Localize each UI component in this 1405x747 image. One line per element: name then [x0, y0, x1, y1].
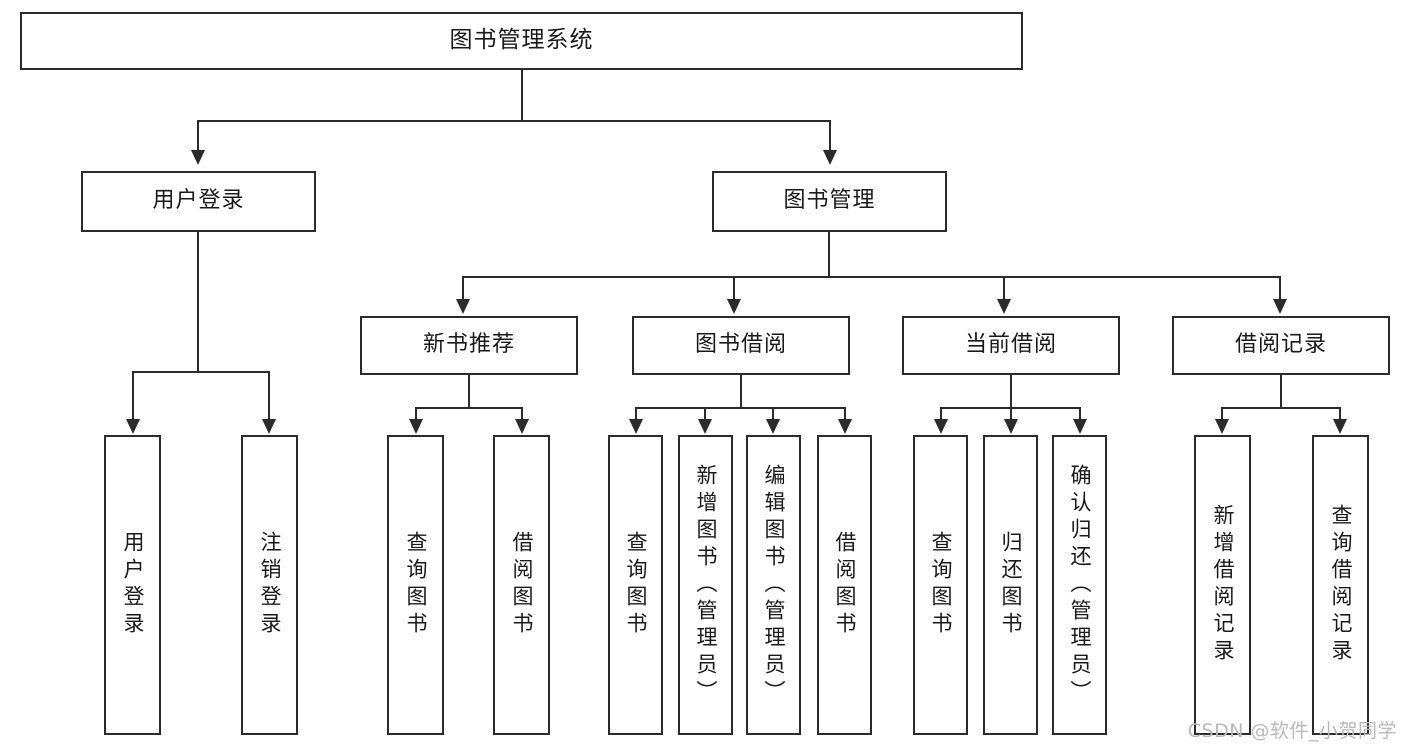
- arrow-book-borrow-to-leaf-1: [629, 419, 643, 434]
- node-label: 注销登录: [258, 531, 282, 639]
- edge-book-borrow-to-leaf-4: [844, 407, 846, 421]
- node-book-borrow[interactable]: 图书借阅: [632, 316, 850, 375]
- node-label: 查询图书: [404, 531, 428, 639]
- arrow-book-manage-to-record: [1273, 299, 1287, 314]
- node-label: 查询图书: [624, 531, 648, 639]
- edge-book-manage-to-new-book: [462, 276, 464, 301]
- arrow-book-borrow-to-leaf-4: [838, 419, 852, 434]
- edge-user-login-stem: [197, 232, 199, 372]
- edge-book-borrow-to-leaf-2: [704, 407, 706, 421]
- arrow-book-borrow-to-leaf-3: [766, 419, 780, 434]
- edge-book-manage-to-current: [1003, 276, 1005, 301]
- node-leaf-query-book-a[interactable]: 查询图书: [387, 435, 444, 735]
- edge-current-borrow-to-leaf-1: [940, 407, 942, 421]
- arrow-root-to-user-login: [191, 150, 205, 165]
- node-label: 归还图书: [999, 531, 1023, 639]
- arrow-borrow-record-to-leaf-2: [1333, 419, 1347, 434]
- edge-book-borrow-stem: [740, 375, 742, 408]
- arrow-current-borrow-to-leaf-3: [1073, 419, 1087, 434]
- arrow-book-manage-to-new-book: [456, 299, 470, 314]
- node-leaf-query-book-c[interactable]: 查询图书: [913, 435, 968, 735]
- node-label: 用户登录: [121, 531, 145, 639]
- node-label: 查询图书: [929, 531, 953, 639]
- edge-new-book-stem: [468, 375, 470, 408]
- edge-new-book-to-leaf-1: [415, 407, 417, 421]
- node-label: 新增借阅记录: [1211, 504, 1235, 666]
- edge-book-manage-stem: [828, 232, 830, 277]
- edge-book-borrow-to-leaf-1: [635, 407, 637, 421]
- arrow-current-borrow-to-leaf-2: [1004, 419, 1018, 434]
- node-label: 图书管理: [783, 188, 876, 214]
- edge-current-borrow-to-leaf-3: [1079, 407, 1081, 421]
- edge-user-login-to-leaf-2: [268, 371, 270, 421]
- node-book-manage[interactable]: 图书管理: [712, 171, 947, 232]
- node-leaf-user-login[interactable]: 用户登录: [104, 435, 161, 735]
- edge-user-login-to-leaf-1: [132, 371, 134, 421]
- node-label: 用户登录: [152, 188, 245, 214]
- node-label: 编辑图书（管理员）: [762, 463, 786, 707]
- edge-root-stem: [521, 70, 523, 121]
- node-label: 当前借阅: [964, 332, 1057, 358]
- edge-book-manage-to-record: [1279, 276, 1281, 301]
- arrow-book-manage-to-current: [997, 299, 1011, 314]
- edge-borrow-record-to-leaf-1: [1221, 407, 1223, 421]
- edge-new-book-bus: [416, 407, 522, 409]
- node-label: 借阅图书: [833, 531, 857, 639]
- node-label: 新增图书（管理员）: [694, 463, 718, 707]
- node-leaf-logout[interactable]: 注销登录: [241, 435, 298, 735]
- node-leaf-confirm-return[interactable]: 确认归还（管理员）: [1052, 435, 1107, 735]
- edge-borrow-record-stem: [1280, 375, 1282, 408]
- edge-root-to-book-manage: [829, 120, 831, 152]
- edge-book-manage-to-borrow: [733, 276, 735, 301]
- edge-new-book-to-leaf-2: [521, 407, 523, 421]
- node-label: 新书推荐: [422, 332, 515, 358]
- arrow-user-login-to-leaf-2: [262, 419, 276, 434]
- arrow-book-manage-to-borrow: [727, 299, 741, 314]
- edge-book-borrow-to-leaf-3: [772, 407, 774, 421]
- edge-borrow-record-bus: [1222, 407, 1340, 409]
- node-root-library-system[interactable]: 图书管理系统: [20, 12, 1023, 70]
- node-leaf-borrow-book-a[interactable]: 借阅图书: [493, 435, 550, 735]
- node-leaf-query-book-b[interactable]: 查询图书: [608, 435, 663, 735]
- edge-current-borrow-stem: [1010, 375, 1012, 408]
- arrow-root-to-book-manage: [823, 150, 837, 165]
- node-label: 借阅图书: [510, 531, 534, 639]
- edge-borrow-record-to-leaf-2: [1339, 407, 1341, 421]
- node-label: 查询借阅记录: [1329, 504, 1353, 666]
- node-leaf-return-book[interactable]: 归还图书: [983, 435, 1038, 735]
- edge-root-bus: [198, 120, 831, 122]
- node-leaf-borrow-book-b[interactable]: 借阅图书: [817, 435, 872, 735]
- node-leaf-add-record[interactable]: 新增借阅记录: [1194, 435, 1251, 735]
- node-current-borrow[interactable]: 当前借阅: [902, 316, 1120, 375]
- node-borrow-record[interactable]: 借阅记录: [1172, 316, 1390, 375]
- arrow-new-book-to-leaf-2: [515, 419, 529, 434]
- node-user-login[interactable]: 用户登录: [81, 171, 316, 232]
- edge-current-borrow-to-leaf-2: [1010, 407, 1012, 421]
- node-label: 图书借阅: [694, 332, 787, 358]
- arrow-new-book-to-leaf-1: [409, 419, 423, 434]
- node-leaf-edit-book[interactable]: 编辑图书（管理员）: [746, 435, 801, 735]
- arrow-current-borrow-to-leaf-1: [934, 419, 948, 434]
- node-label: 图书管理系统: [449, 27, 594, 54]
- node-leaf-query-record[interactable]: 查询借阅记录: [1312, 435, 1369, 735]
- edge-user-login-bus: [133, 371, 269, 373]
- arrow-user-login-to-leaf-1: [126, 419, 140, 434]
- edge-book-borrow-bus: [636, 407, 845, 409]
- arrow-borrow-record-to-leaf-1: [1215, 419, 1229, 434]
- node-label: 确认归还（管理员）: [1068, 463, 1092, 707]
- node-new-book-recommend[interactable]: 新书推荐: [360, 316, 578, 375]
- arrow-book-borrow-to-leaf-2: [698, 419, 712, 434]
- node-label: 借阅记录: [1234, 332, 1327, 358]
- node-leaf-add-book[interactable]: 新增图书（管理员）: [678, 435, 733, 735]
- edge-book-manage-bus: [463, 276, 1281, 278]
- edge-root-to-user-login: [197, 120, 199, 152]
